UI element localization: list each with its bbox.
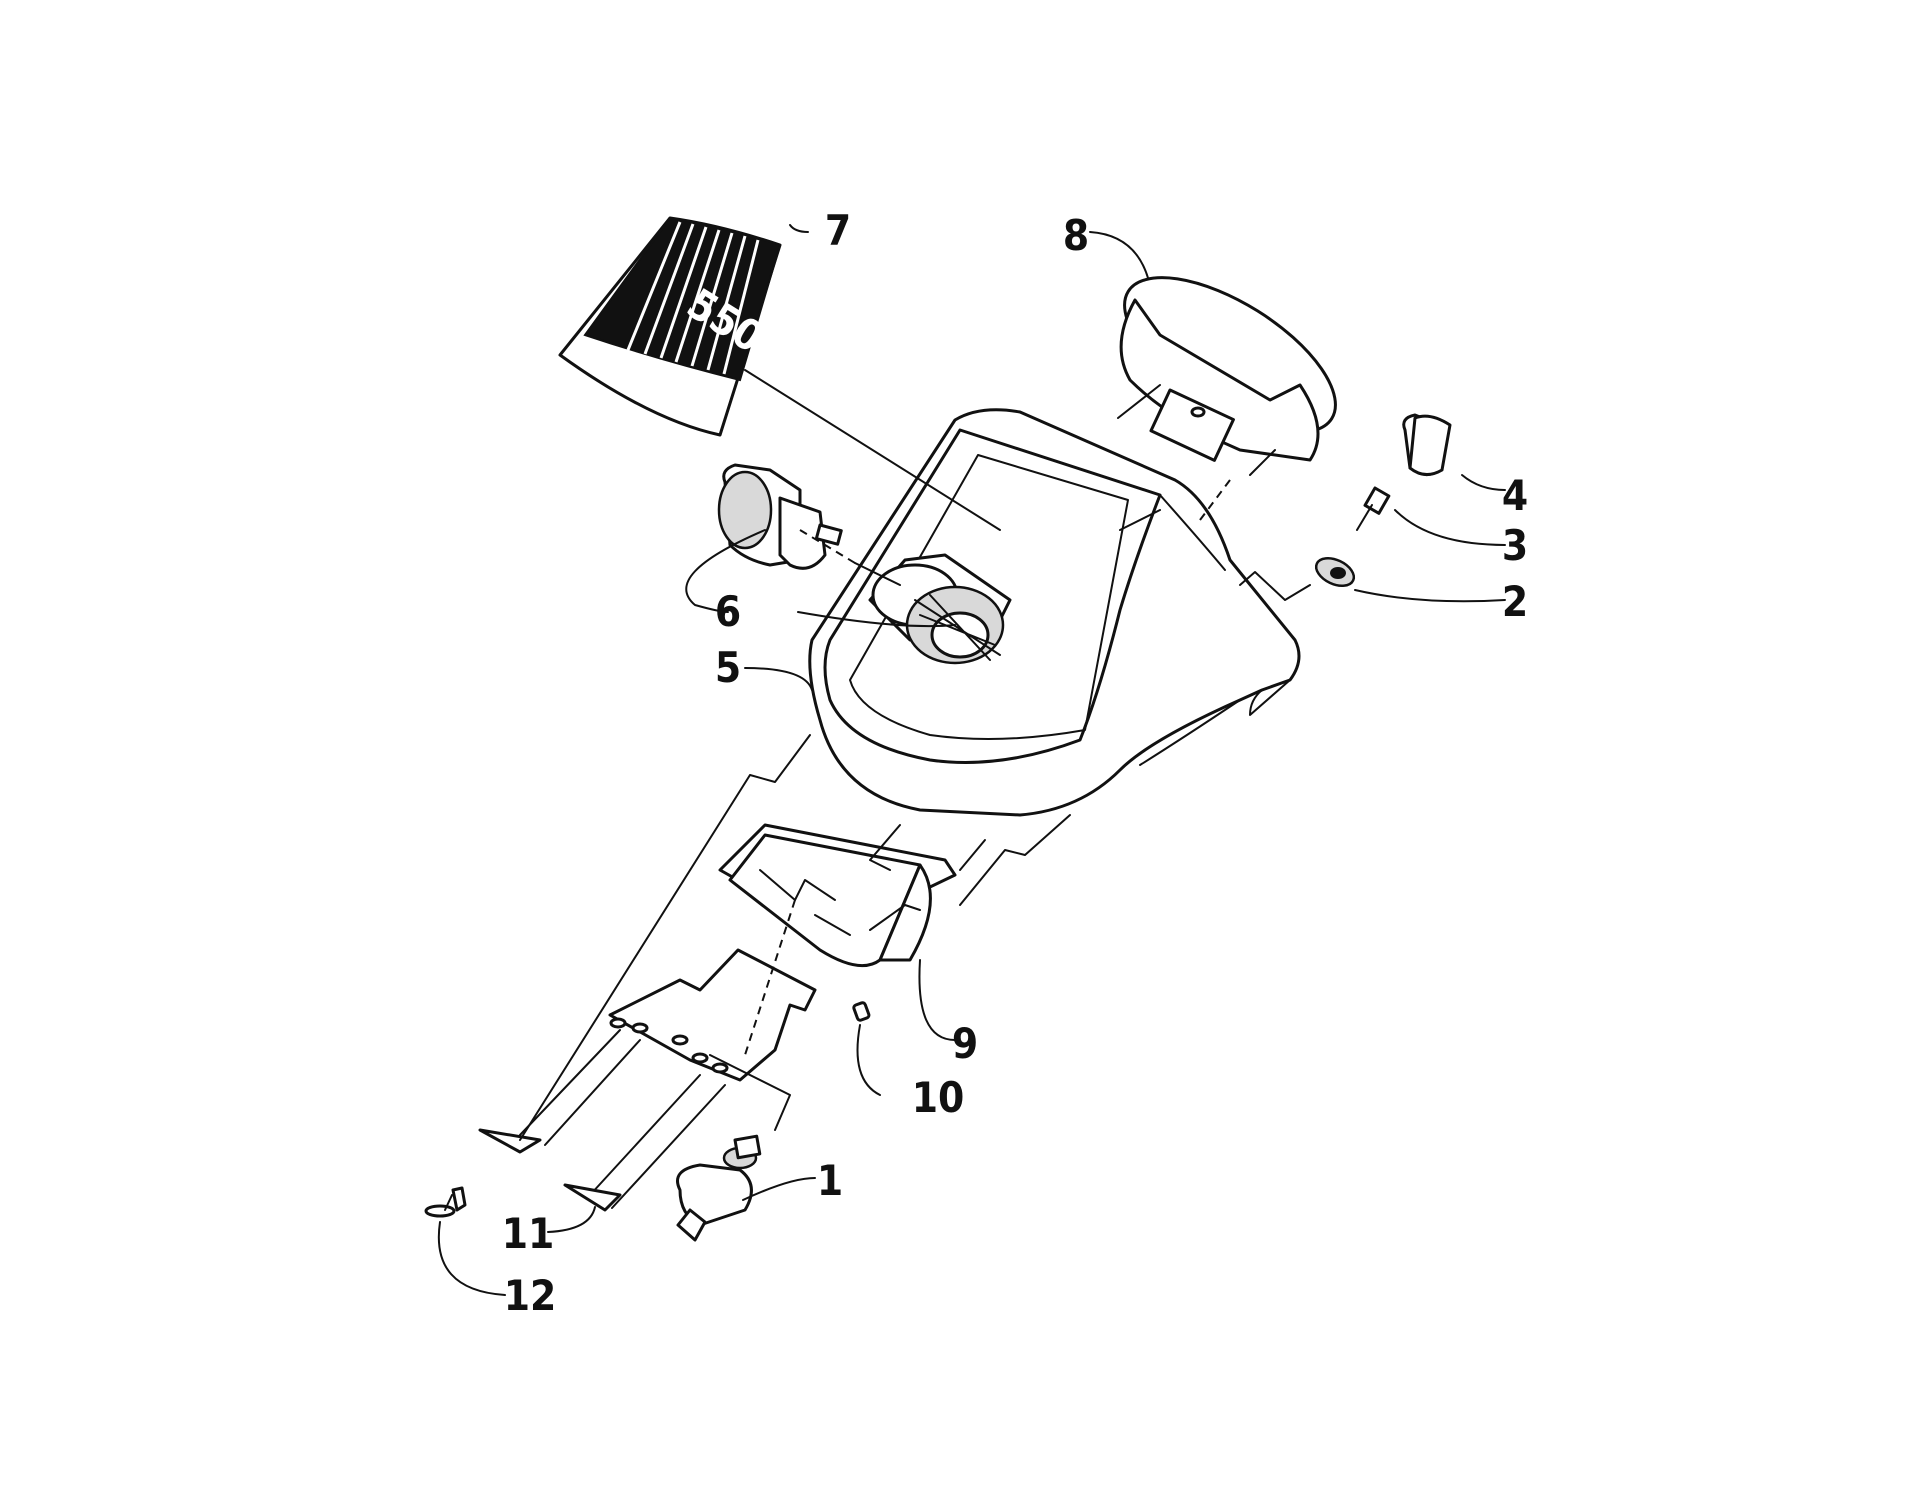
callout-2: 2: [1502, 577, 1528, 626]
callout-8: 8: [1063, 211, 1089, 260]
callout-5: 5: [715, 643, 741, 692]
gauge-bracket: [718, 823, 957, 968]
power-outlet-socket: [717, 463, 1005, 665]
callout-7: 7: [825, 206, 851, 255]
callout-leaders: [437, 224, 1506, 1296]
pod-decal: 550: [558, 216, 782, 437]
rotary-switch: [676, 1134, 762, 1242]
instrument-pod-housing: [808, 408, 1301, 817]
ignition-switch: [1402, 413, 1452, 476]
callout-6: 6: [715, 587, 741, 636]
callout-3: 3: [1502, 521, 1528, 570]
clip-nut: [852, 1001, 871, 1022]
assembly-lines: [519, 369, 1311, 1141]
callout-labels: 7 8 4 3 2 6 5 9 10 1 11 12: [502, 206, 1528, 1320]
callout-12: 12: [504, 1271, 557, 1320]
callout-1: 1: [817, 1156, 843, 1205]
mounting-bracket: [478, 948, 817, 1212]
callout-4: 4: [1502, 471, 1528, 520]
callout-9: 9: [952, 1019, 978, 1068]
ignition-nut: [1314, 556, 1356, 588]
push-rivet: [424, 1186, 467, 1218]
callout-10: 10: [912, 1073, 965, 1122]
callout-11: 11: [502, 1209, 555, 1258]
speedometer-gauge: [1117, 276, 1337, 476]
ignition-key: [1356, 486, 1391, 531]
